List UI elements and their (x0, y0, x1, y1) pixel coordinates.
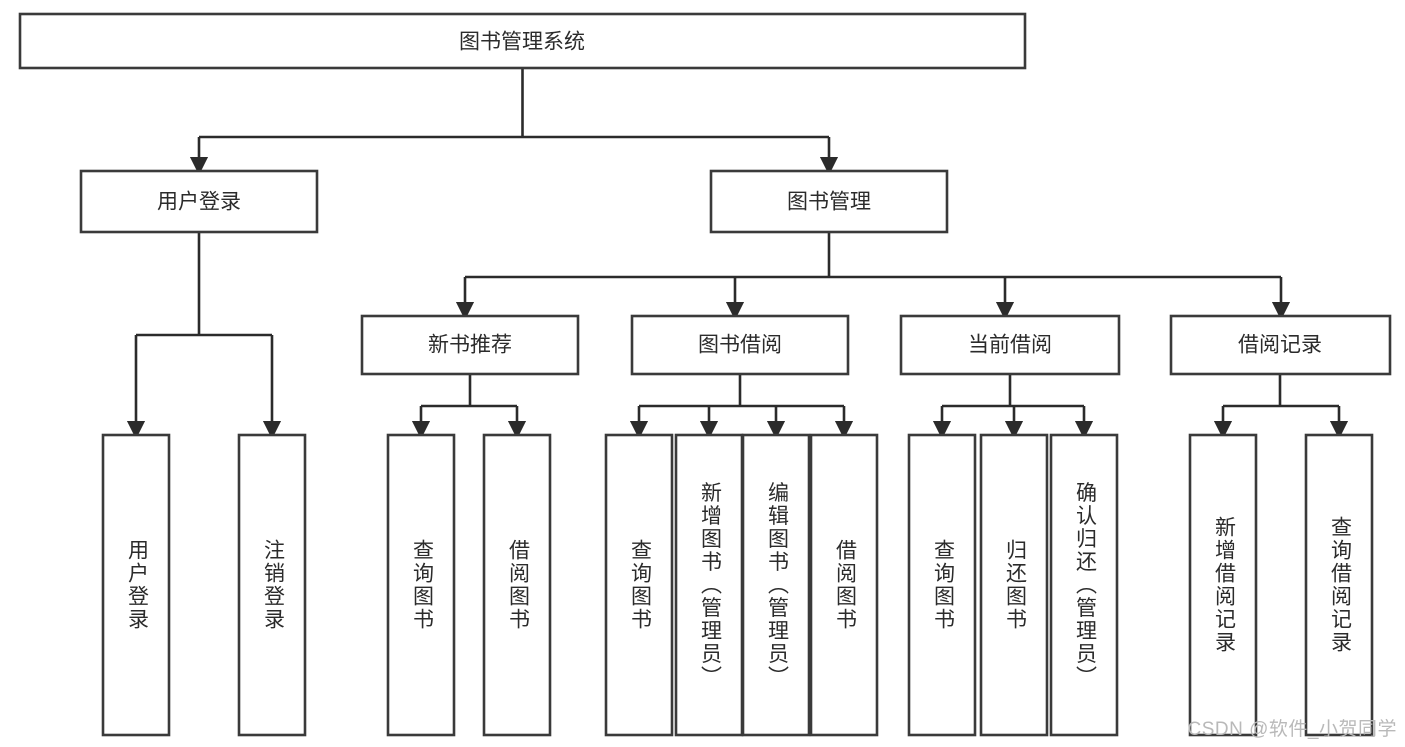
watermark: CSDN @软件_小贺同学 (1187, 719, 1397, 740)
leaf-new-book-1-box[interactable] (482, 433, 552, 737)
connectors-user-login (126, 232, 282, 440)
node-new-book[interactable]: 新书推荐 (360, 314, 580, 376)
leaf-user-login-0-box[interactable] (101, 433, 171, 737)
leaf-book-borrow-2-label: 编辑图书（管理员） (765, 482, 789, 689)
leaf-book-borrow-3-box[interactable] (809, 433, 879, 737)
node-book-borrow[interactable]: 图书借阅 (630, 314, 850, 376)
leaf-book-borrow-3-label: 借阅图书 (833, 539, 857, 631)
leaf-book-borrow-2-box[interactable] (741, 433, 811, 737)
connectors-book-manage (455, 232, 1291, 321)
leaf-current-borrow-0[interactable]: 查询图书 (907, 433, 977, 737)
connectors-new-book (411, 374, 527, 440)
leaf-current-borrow-1[interactable]: 归还图书 (979, 433, 1049, 737)
leaf-new-book-1[interactable]: 借阅图书 (482, 433, 552, 737)
leaf-current-borrow-1-box[interactable] (979, 433, 1049, 737)
node-root-box[interactable] (18, 12, 1027, 70)
node-root[interactable]: 图书管理系统 (18, 12, 1027, 70)
leaf-user-login-0[interactable]: 用户登录 (101, 433, 171, 737)
connectors-borrow-record (1213, 374, 1349, 440)
node-new-book-label: 新书推荐 (428, 334, 512, 357)
node-book-manage[interactable]: 图书管理 (709, 169, 949, 234)
leaf-new-book-0-label: 查询图书 (410, 539, 434, 631)
leaf-user-login-1-box[interactable] (237, 433, 307, 737)
leaf-current-borrow-2[interactable]: 确认归还（管理员） (1049, 433, 1119, 737)
node-current-borrow[interactable]: 当前借阅 (899, 314, 1121, 376)
node-borrow-record-box[interactable] (1169, 314, 1392, 376)
leaf-borrow-record-1[interactable]: 查询借阅记录 (1304, 433, 1374, 737)
leaf-current-borrow-0-box[interactable] (907, 433, 977, 737)
leaf-borrow-record-0-label: 新增借阅记录 (1212, 516, 1236, 654)
node-book-borrow-box[interactable] (630, 314, 850, 376)
node-user-login-box[interactable] (79, 169, 319, 234)
leaf-new-book-0[interactable]: 查询图书 (386, 433, 456, 737)
leaf-borrow-record-0[interactable]: 新增借阅记录 (1188, 433, 1258, 737)
node-user-login[interactable]: 用户登录 (79, 169, 319, 234)
node-borrow-record[interactable]: 借阅记录 (1169, 314, 1392, 376)
leaf-book-borrow-1-label: 新增图书（管理员） (698, 482, 722, 689)
leaf-current-borrow-1-label: 归还图书 (1003, 539, 1027, 631)
node-borrow-record-label: 借阅记录 (1238, 334, 1322, 357)
leaf-book-borrow-0-box[interactable] (604, 433, 674, 737)
leaf-user-login-0-label: 用户登录 (125, 539, 149, 631)
node-book-borrow-label: 图书借阅 (698, 334, 782, 357)
node-current-borrow-box[interactable] (899, 314, 1121, 376)
leaf-new-book-1-label: 借阅图书 (506, 539, 530, 631)
leaf-current-borrow-0-label: 查询图书 (931, 539, 955, 631)
leaf-user-login-1-label: 注销登录 (261, 539, 285, 631)
leaf-book-borrow-1-box[interactable] (674, 433, 744, 737)
leaf-user-login-1[interactable]: 注销登录 (237, 433, 307, 737)
node-book-manage-box[interactable] (709, 169, 949, 234)
leaf-current-borrow-2-box[interactable] (1049, 433, 1119, 737)
leaf-book-borrow-1[interactable]: 新增图书（管理员） (674, 433, 744, 737)
connectors-root (189, 68, 839, 176)
connectors-current-borrow (932, 374, 1094, 440)
leaf-book-borrow-0-label: 查询图书 (628, 539, 652, 631)
node-book-manage-label: 图书管理 (787, 191, 871, 214)
leaf-borrow-record-1-box[interactable] (1304, 433, 1374, 737)
leaf-book-borrow-3[interactable]: 借阅图书 (809, 433, 879, 737)
node-root-label: 图书管理系统 (459, 31, 585, 54)
node-current-borrow-label: 当前借阅 (968, 334, 1052, 357)
leaf-borrow-record-0-box[interactable] (1188, 433, 1258, 737)
node-new-book-box[interactable] (360, 314, 580, 376)
leaf-book-borrow-0[interactable]: 查询图书 (604, 433, 674, 737)
node-user-login-label: 用户登录 (157, 191, 241, 214)
leaf-new-book-0-box[interactable] (386, 433, 456, 737)
leaf-book-borrow-2[interactable]: 编辑图书（管理员） (741, 433, 811, 737)
leaf-current-borrow-2-label: 确认归还（管理员） (1073, 482, 1097, 689)
connectors-book-borrow (629, 374, 854, 440)
leaf-borrow-record-1-label: 查询借阅记录 (1328, 516, 1352, 654)
